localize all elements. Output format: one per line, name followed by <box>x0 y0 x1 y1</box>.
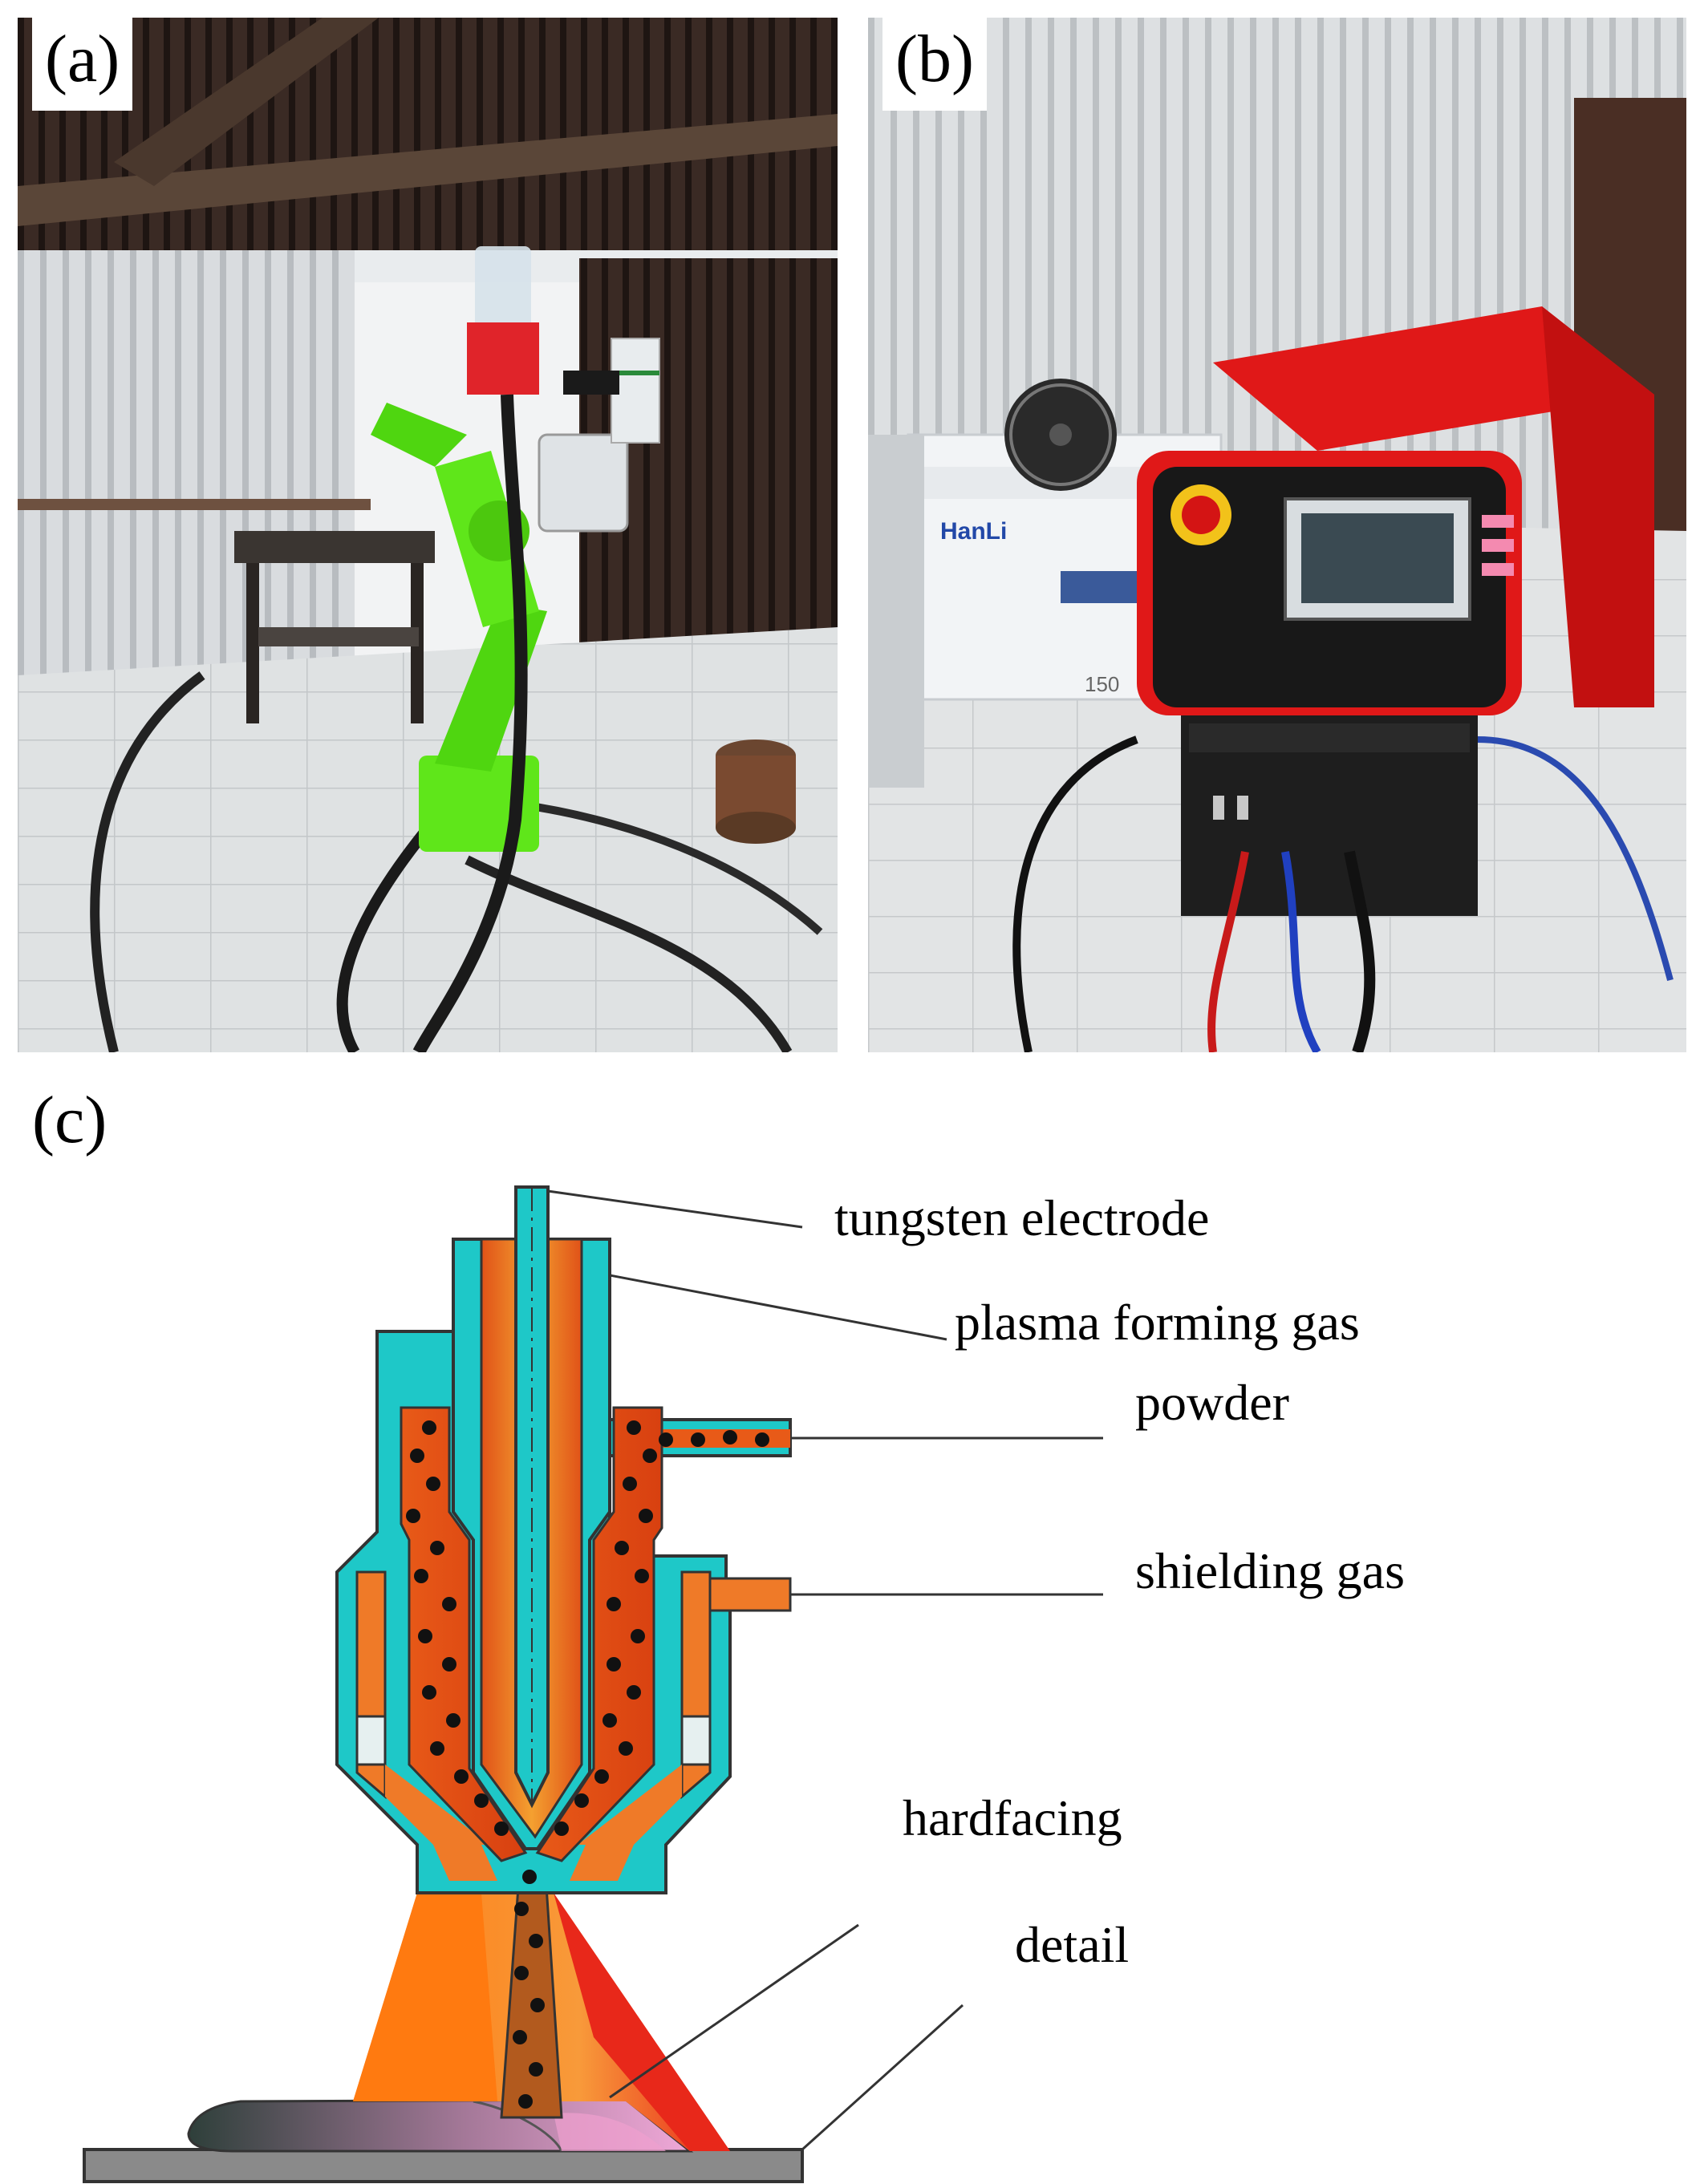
label-hardfacing: hardfacing <box>903 1789 1122 1846</box>
powder-particles <box>406 1420 769 2109</box>
powder-feeder <box>467 322 539 395</box>
label-detail: detail <box>1015 1916 1129 1973</box>
plasma-torch-diagram: tungsten electrode plasma forming gas po… <box>83 1185 1405 2183</box>
label-plasma-forming-gas: plasma forming gas <box>955 1294 1360 1351</box>
chiller-number: 150 <box>1085 672 1119 696</box>
label-tungsten-electrode: tungsten electrode <box>834 1189 1209 1246</box>
label-powder: powder <box>1135 1374 1289 1431</box>
photo-robot-cell <box>18 18 838 1052</box>
panel-label-b: (b) <box>882 18 987 111</box>
detail-plate <box>83 2148 804 2183</box>
chiller-brand: HanLi <box>940 518 1007 545</box>
robot-cell-illustration <box>18 18 838 1052</box>
emergency-stop-button <box>1182 496 1220 534</box>
label-shielding-gas: shielding gas <box>1135 1542 1405 1599</box>
leader-lines <box>547 1189 1103 2151</box>
panel-label-c: (c) <box>32 1083 108 1157</box>
panel-label-a: (a) <box>32 18 133 111</box>
machine-top <box>1213 306 1654 451</box>
power-source-illustration: HanLi 150 <box>868 18 1686 1052</box>
photo-power-source: HanLi 150 <box>868 18 1686 1052</box>
tungsten-electrode <box>514 1185 550 1809</box>
